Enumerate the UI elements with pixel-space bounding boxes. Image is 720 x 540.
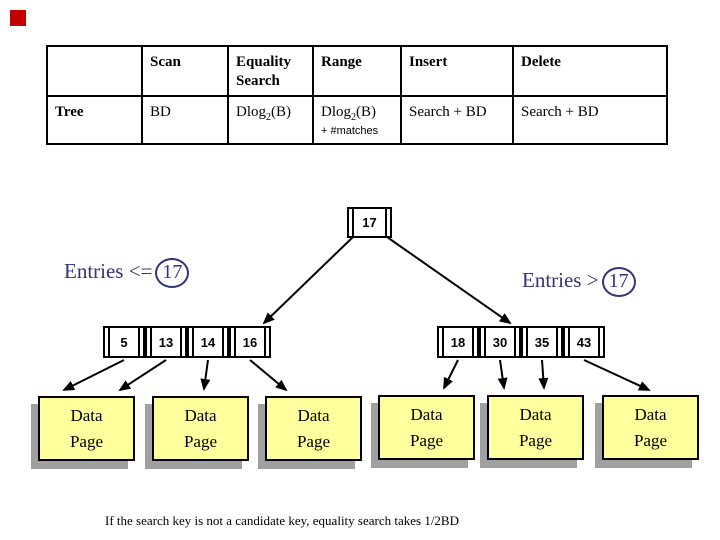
slide-caption: If the search key is not a candidate key… (105, 513, 459, 528)
data-page-label-line2: Page (69, 432, 104, 452)
connector-key30 (497, 359, 508, 390)
left-branch-text: Entries <= (64, 259, 153, 283)
connector-key5 (62, 359, 125, 391)
leaf-key: 18 (450, 334, 466, 350)
connector-key43 (583, 359, 651, 391)
data-page-label-line1: Data (519, 405, 552, 424)
leaf-key: 16 (242, 334, 258, 350)
table-header-row: Scan Equality Search Range Insert Delete (46, 45, 668, 97)
tree-root-node: 17 (347, 207, 392, 238)
data-page-label-line2: Page (296, 432, 331, 452)
leaf-key: 35 (534, 334, 550, 350)
connector-root-right (386, 236, 512, 325)
left-branch-label: Entries <=17 (64, 258, 190, 288)
leaf-cell: 30 (479, 326, 521, 358)
leaf-cell: 18 (437, 326, 479, 358)
connector-root-left (262, 236, 354, 325)
data-page-label-line2: Page (409, 431, 444, 451)
table-header-scan: Scan (141, 45, 229, 97)
connector-key14 (200, 359, 211, 391)
row-label-tree: Tree (46, 95, 143, 145)
data-page-label-line1: Data (410, 405, 443, 424)
table-header-insert: Insert (400, 45, 514, 97)
cell-equality-cost: Dlog2(B) (227, 95, 314, 145)
range-rest: (B) (356, 104, 376, 120)
leaf-key: 14 (200, 334, 216, 350)
cell-range-cost: Dlog2(B) + #matches (312, 95, 402, 145)
leaf-cell: 14 (187, 326, 229, 358)
leaf-key: 5 (120, 334, 128, 350)
table-header-equality: Equality Search (227, 45, 314, 97)
data-page-label-line1: Data (70, 406, 103, 425)
connector-key18 (443, 359, 459, 390)
range-matches-note: + #matches (321, 124, 379, 137)
data-page-label-line1: Data (184, 406, 217, 425)
leaf-key: 30 (492, 334, 508, 350)
right-branch-text: Entries > (522, 268, 599, 292)
data-page-4: Data Page (378, 395, 475, 460)
connector-key35 (538, 359, 549, 390)
equality-subscript: 2 (266, 112, 271, 123)
data-page-label-line1: Data (634, 405, 667, 424)
table-header-delete: Delete (512, 45, 668, 97)
leaf-cell: 5 (103, 326, 145, 358)
right-branch-circled-key: 17 (601, 267, 636, 297)
right-branch-label: Entries >17 (522, 267, 636, 297)
leaf-cell: 35 (521, 326, 563, 358)
cell-insert-cost: Search + BD (400, 95, 514, 145)
data-page-label-line2: Page (183, 432, 218, 452)
connector-key16 (249, 359, 288, 392)
table-header-range: Range (312, 45, 402, 97)
range-main: Dlog2(B) (321, 103, 394, 125)
table-data-row: Tree BD Dlog2(B) Dlog2(B) + #matches Sea… (46, 95, 668, 145)
leaf-key: 13 (158, 334, 174, 350)
root-key: 17 (362, 215, 377, 230)
cell-delete-cost: Search + BD (512, 95, 668, 145)
range-base: Dlog (321, 104, 351, 120)
corner-decoration-square (10, 10, 26, 26)
data-page-1: Data Page (38, 396, 135, 461)
leaf-node-right: 18 30 35 43 (437, 326, 605, 358)
data-page-3: Data Page (265, 396, 362, 461)
equality-rest: (B) (271, 104, 291, 120)
leaf-cell: 43 (563, 326, 605, 358)
table-header-empty (46, 45, 143, 97)
equality-base: Dlog (236, 104, 266, 120)
data-page-5: Data Page (487, 395, 584, 460)
left-branch-circled-key: 17 (155, 258, 190, 288)
leaf-cell: 13 (145, 326, 187, 358)
leaf-node-left: 5 13 14 16 (103, 326, 271, 358)
data-page-6: Data Page (602, 395, 699, 460)
leaf-to-page-lines (62, 359, 651, 392)
data-page-label-line1: Data (297, 406, 330, 425)
index-cost-table: Scan Equality Search Range Insert Delete… (46, 45, 668, 145)
range-subscript: 2 (351, 112, 356, 123)
root-cell: 17 (347, 207, 392, 238)
root-to-leaf-lines (262, 236, 512, 325)
connector-key13 (118, 359, 167, 392)
leaf-key: 43 (576, 334, 592, 350)
data-page-label-line2: Page (633, 431, 668, 451)
data-page-label-line2: Page (518, 431, 553, 451)
leaf-cell: 16 (229, 326, 271, 358)
cell-scan-cost: BD (141, 95, 229, 145)
data-page-2: Data Page (152, 396, 249, 461)
